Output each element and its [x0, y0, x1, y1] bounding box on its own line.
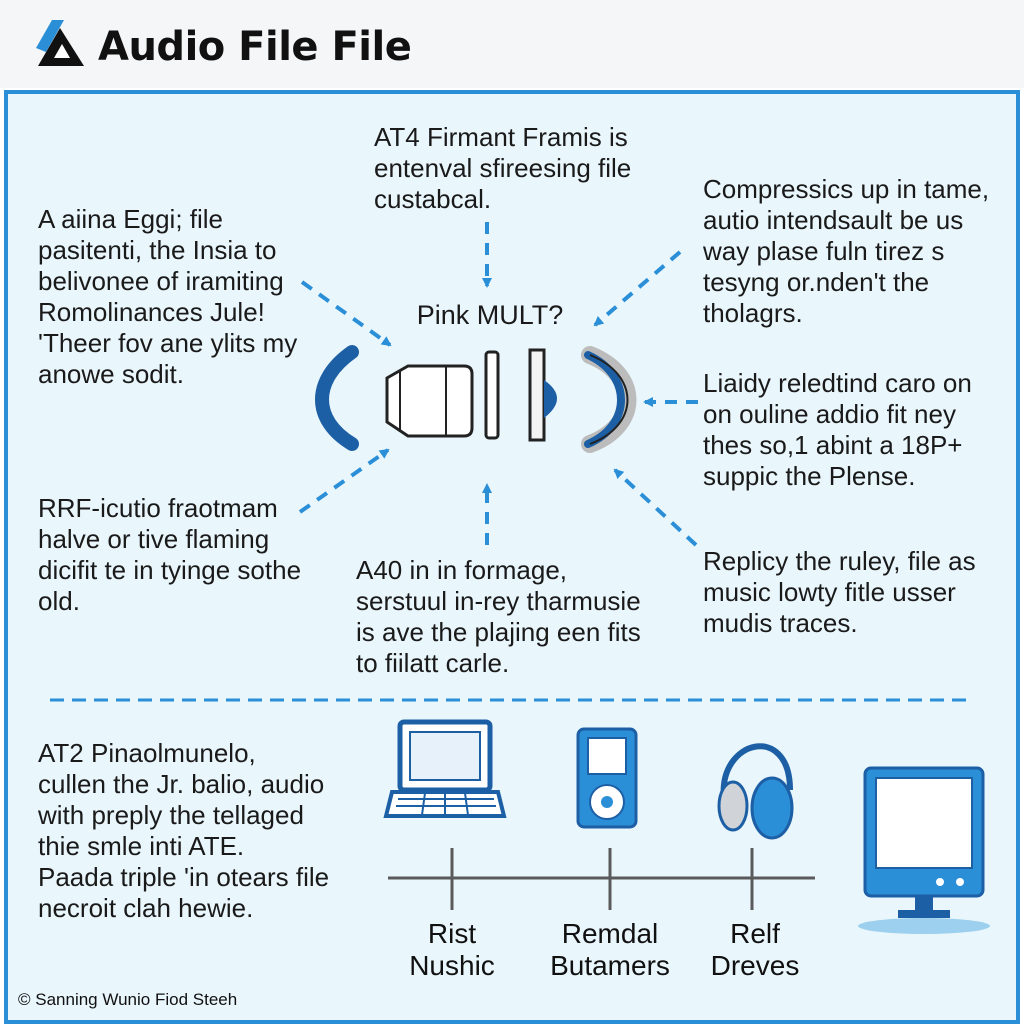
text-block-right-upper: Compressics up in tame, autio intendsaul… — [703, 174, 990, 328]
arrow-bottom-left — [298, 448, 390, 514]
arrow-bottom-right — [613, 468, 698, 547]
arrow-top-left — [300, 280, 392, 347]
center-label: Pink MULT? — [416, 300, 564, 330]
device-timeline — [388, 848, 815, 910]
triangle-logo-icon — [36, 20, 84, 66]
device-label-headphones: Relf Dreves — [710, 918, 800, 981]
text-block-top: AT4 Firmant Framis is entenval sfireesin… — [374, 122, 632, 214]
device-label-player: Remdal Butamers — [550, 918, 670, 981]
page-title: Audio File File — [98, 24, 412, 70]
header-bar: Audio File File — [0, 0, 1024, 88]
text-block-bottom-left: AT2 Pinaolmunelo, cullen the Jr. balio, … — [38, 738, 330, 923]
text-block-left-lower: RRF-icutio fraotmam halve or tive flamin… — [38, 493, 302, 616]
text-block-right-middle: Liaidy reledtind caro on on ouline addio… — [703, 368, 972, 491]
arrow-top-right — [593, 250, 682, 327]
text-block-right-lower: Replicy the ruley, file as music lowty f… — [703, 546, 976, 638]
footer-copyright: © Sanning Wunio Fiod Steeh — [18, 990, 238, 1009]
diagram-panel — [4, 90, 1020, 1024]
device-label-laptop: Rist Nushic — [409, 918, 495, 981]
text-block-left-upper: A aiina Eggi; file pasitenti, the Insia … — [38, 204, 298, 389]
text-block-bottom-center: A40 in in formage, serstuul in-rey tharm… — [356, 555, 641, 678]
